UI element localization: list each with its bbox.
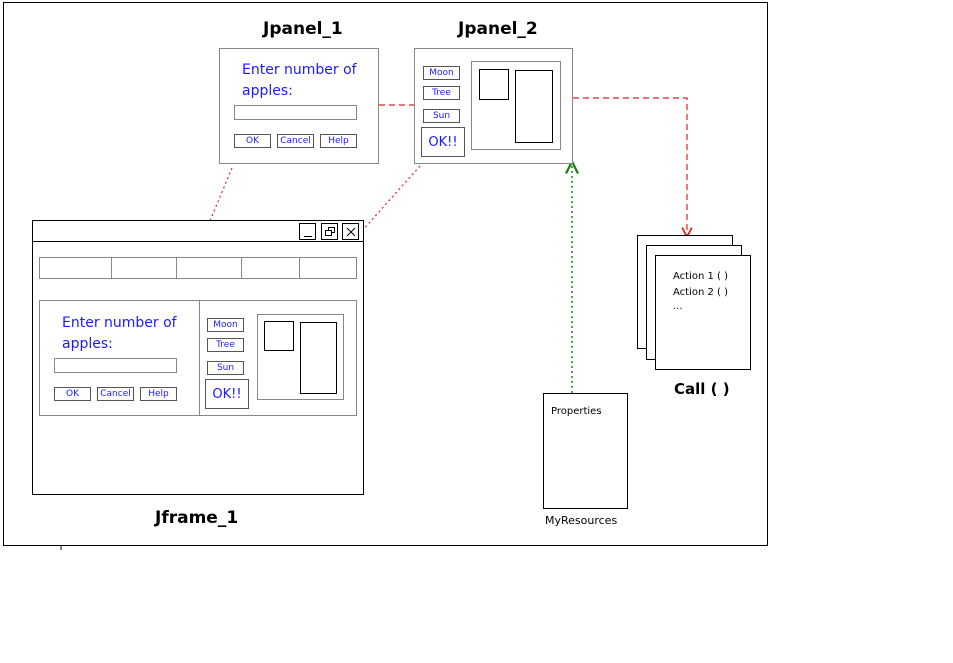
panel2-tall-box [515,70,553,143]
menu-slot[interactable] [177,258,242,278]
panel1-prompt: Enter number of apples: [242,60,357,102]
frame-apples-input[interactable] [54,358,177,373]
diagram-canvas [3,2,768,546]
frame-titlebar [33,221,363,242]
panel2: Moon Tree Sun OK!! [414,48,573,164]
frame-ok-button[interactable]: OK [54,387,91,401]
resources-doc-text: Properties [551,406,602,417]
call-doc-front: Action 1 ( ) Action 2 ( ) ... [655,255,751,370]
menu-slot[interactable] [40,258,112,278]
call-action1: Action 1 ( ) [673,271,729,282]
panel2-title: Jpanel_2 [458,19,538,39]
panel1-title: Jpanel_1 [263,19,343,39]
frame-cancel-button[interactable]: Cancel [97,387,134,401]
resources-label: MyResources [545,514,618,527]
panel2-sun-button[interactable]: Sun [423,109,460,123]
frame-tall-box [300,322,337,394]
frame-help-button[interactable]: Help [140,387,177,401]
call-action2: Action 2 ( ) [673,287,729,298]
frame-menubar [39,257,357,279]
frame-prompt-line2: apples: [62,336,113,352]
panel2-moon-button[interactable]: Moon [423,66,460,80]
frame-small-box [264,321,294,351]
panel1-prompt-line1: Enter number of [242,62,357,78]
panel1-ok-button[interactable]: OK [234,134,271,148]
close-icon[interactable] [342,223,359,240]
frame-prompt: Enter number of apples: [62,313,177,355]
frame-prompt-line1: Enter number of [62,315,177,331]
menu-slot[interactable] [242,258,300,278]
call-more: ... [673,301,683,312]
panel1: Enter number of apples: OK Cancel Help [219,48,379,164]
frame-canvas-area [257,314,344,400]
menu-slot[interactable] [300,258,356,278]
menu-slot[interactable] [112,258,177,278]
panel1-apples-input[interactable] [234,105,357,120]
minimize-icon[interactable] [299,223,316,240]
frame-content-panel: Enter number of apples: OK Cancel Help M… [39,300,357,416]
panel2-ok-button[interactable]: OK!! [421,127,465,157]
frame-sun-button[interactable]: Sun [207,361,244,375]
restore-icon[interactable] [321,223,338,240]
resources-doc: Properties [543,393,628,509]
frame-moon-button[interactable]: Moon [207,318,244,332]
panel1-cancel-button[interactable]: Cancel [277,134,314,148]
panel1-prompt-line2: apples: [242,83,293,99]
panel2-tree-button[interactable]: Tree [423,86,460,100]
panel1-help-button[interactable]: Help [320,134,357,148]
panel2-to-call-link [573,97,687,236]
frame-divider [199,301,200,415]
panel2-canvas-area [471,61,561,150]
panel2-small-box [479,69,509,100]
frame-tree-button[interactable]: Tree [207,338,244,352]
frame-title: Jframe_1 [155,508,239,528]
frame-window: Enter number of apples: OK Cancel Help M… [32,220,364,495]
call-title: Call ( ) [674,380,730,398]
frame-ok2-button[interactable]: OK!! [205,379,249,409]
